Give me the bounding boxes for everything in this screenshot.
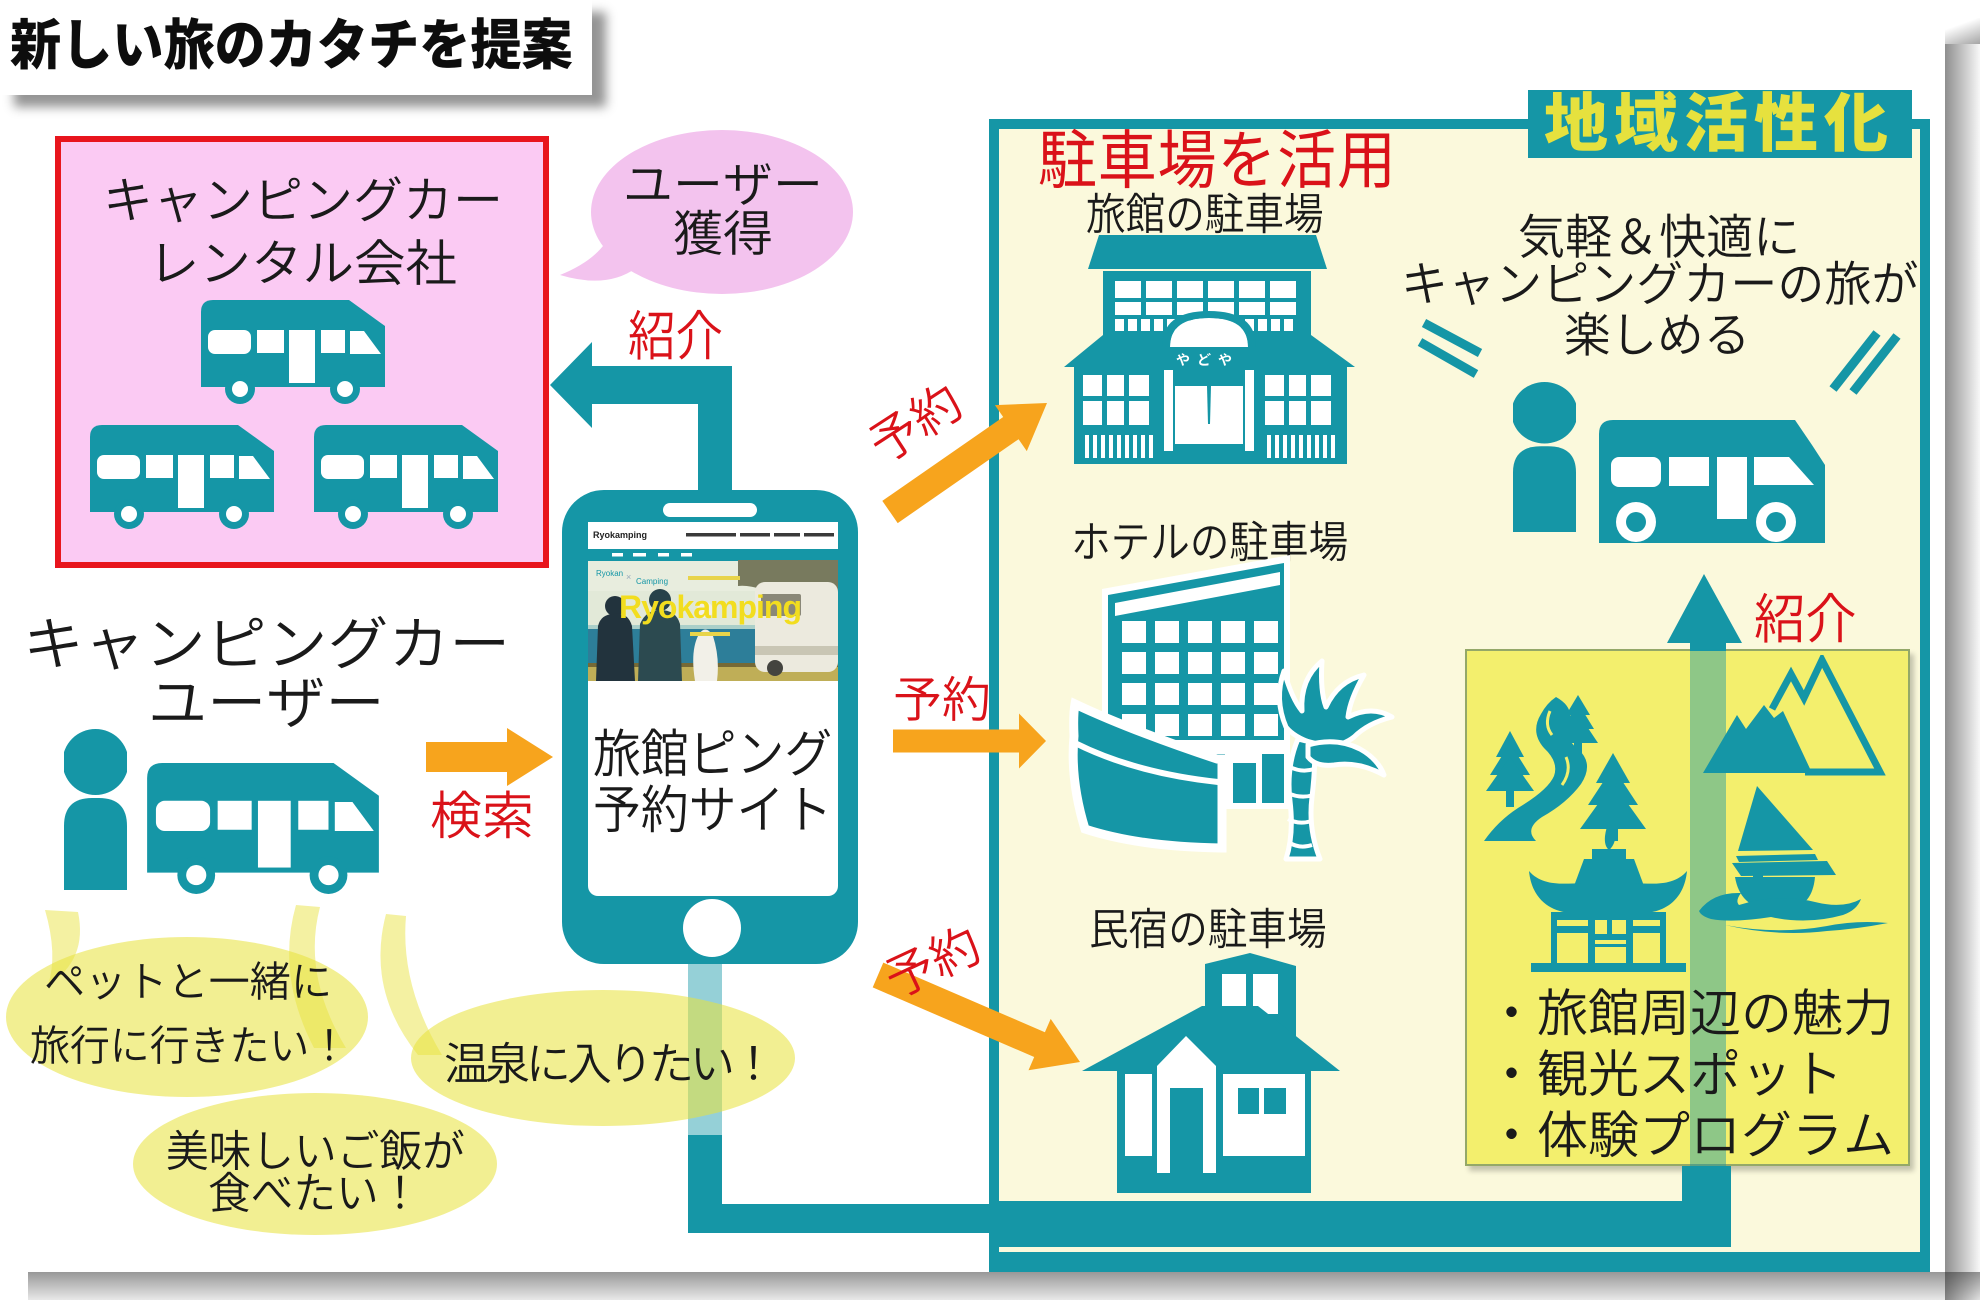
svg-text:×: × (626, 572, 631, 582)
svg-text:Ryokamping: Ryokamping (593, 530, 647, 540)
svg-text:Ryokamping: Ryokamping (619, 589, 801, 625)
svg-text:Ryokan: Ryokan (596, 569, 623, 578)
svg-text:Camping: Camping (636, 577, 668, 586)
